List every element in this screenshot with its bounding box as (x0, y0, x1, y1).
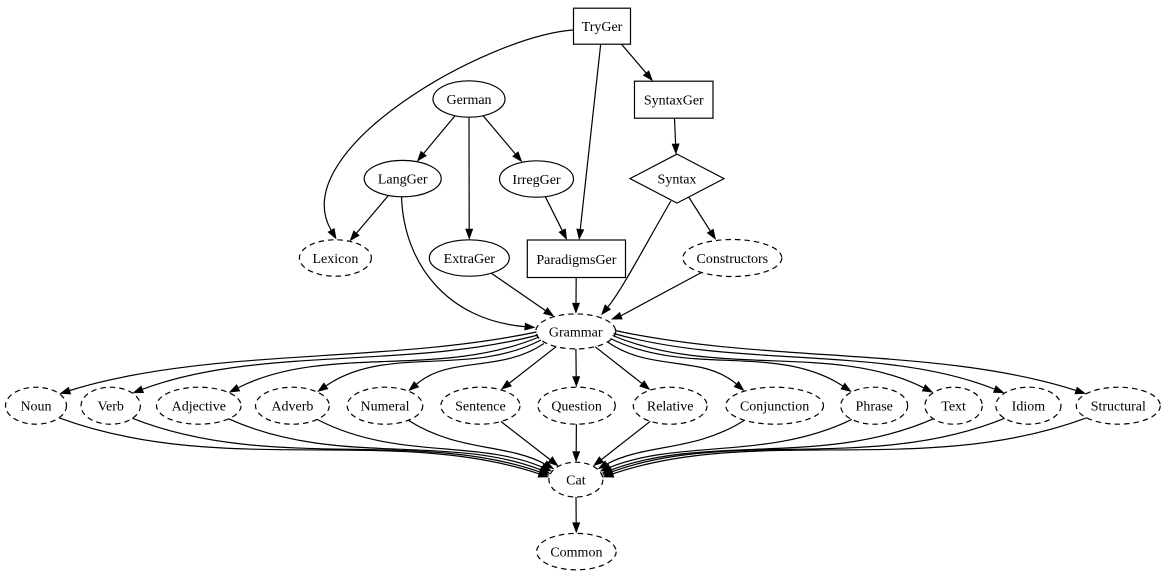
svg-text:Sentence: Sentence (455, 400, 506, 415)
svg-text:Adjective: Adjective (172, 400, 226, 415)
svg-text:ParadigmsGer: ParadigmsGer (536, 253, 616, 268)
svg-text:Numeral: Numeral (361, 400, 410, 415)
svg-text:Cat: Cat (566, 474, 586, 489)
svg-text:Conjunction: Conjunction (740, 400, 809, 415)
svg-text:Adverb: Adverb (271, 400, 313, 415)
svg-text:Phrase: Phrase (856, 400, 893, 415)
svg-text:Common: Common (550, 546, 602, 561)
svg-text:Verb: Verb (97, 400, 123, 415)
svg-text:Text: Text (941, 400, 966, 415)
svg-text:LangGer: LangGer (378, 173, 428, 188)
svg-text:SyntaxGer: SyntaxGer (644, 94, 704, 109)
svg-text:Lexicon: Lexicon (312, 252, 358, 267)
svg-text:Noun: Noun (20, 400, 51, 415)
svg-text:IrregGer: IrregGer (512, 173, 561, 188)
svg-text:TryGer: TryGer (582, 20, 623, 35)
svg-text:Question: Question (551, 400, 602, 415)
svg-text:ExtraGer: ExtraGer (444, 252, 496, 267)
svg-text:Syntax: Syntax (658, 173, 697, 188)
svg-text:Structural: Structural (1091, 400, 1146, 415)
svg-text:Relative: Relative (647, 400, 694, 415)
svg-text:German: German (446, 93, 491, 108)
svg-text:Grammar: Grammar (549, 325, 603, 340)
svg-text:Idiom: Idiom (1012, 400, 1046, 415)
svg-text:Constructors: Constructors (697, 252, 769, 267)
